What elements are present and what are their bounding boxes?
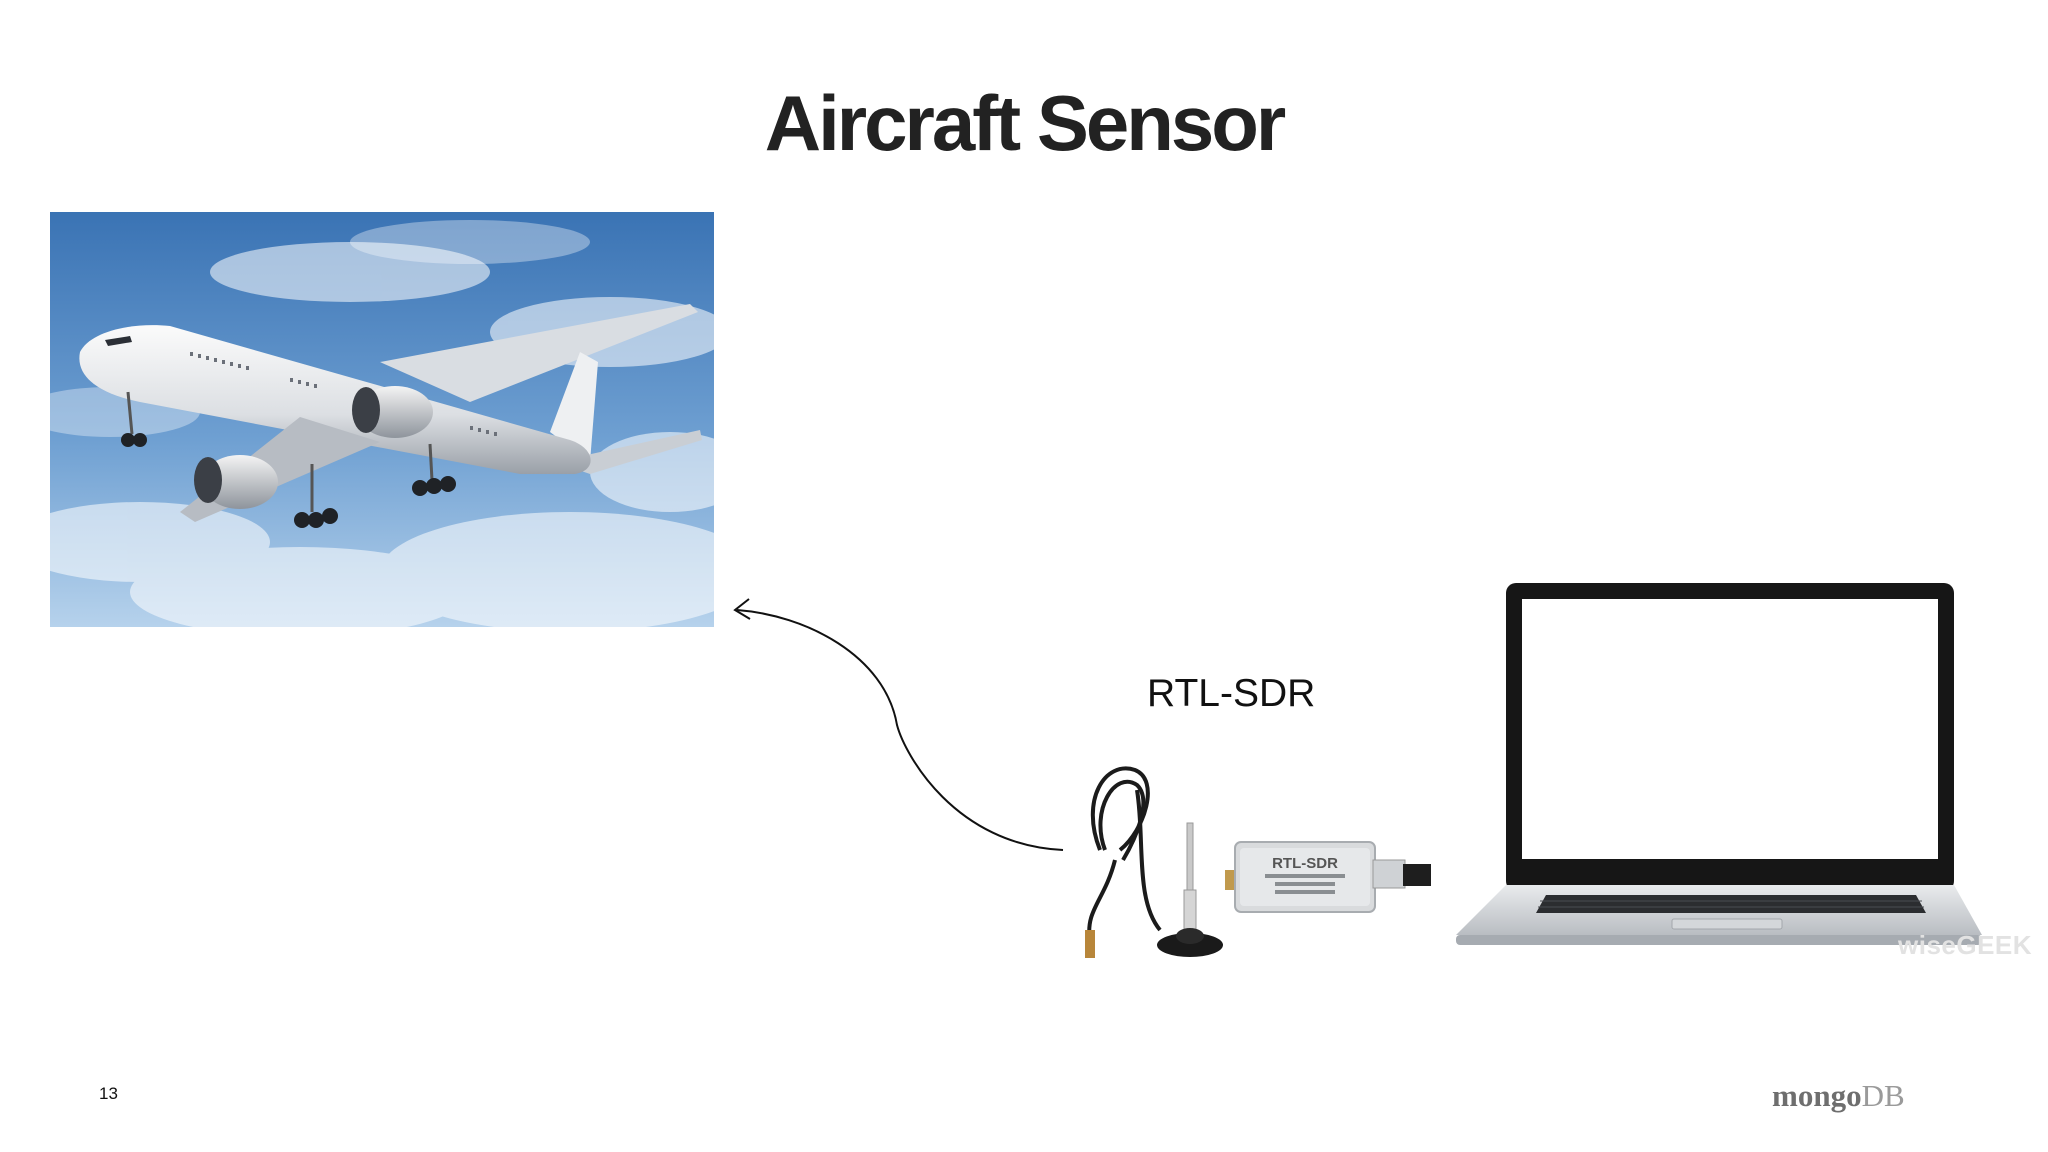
watermark: wiseGEEK — [1898, 930, 2032, 961]
svg-text:mongoDB: mongoDB — [1772, 1078, 1905, 1113]
page-number: 13 — [99, 1084, 118, 1104]
slide-title: Aircraft Sensor — [0, 78, 2048, 169]
usb-stick-text: RTL-SDR — [1272, 855, 1338, 872]
laptop-image — [1450, 575, 2030, 970]
signal-arrow — [725, 595, 1075, 865]
mongodb-logo: mongoDB — [1772, 1076, 1948, 1116]
rtl-sdr-device-image: RTL-SDR — [1075, 760, 1435, 960]
rtl-sdr-label: RTL-SDR — [1147, 672, 1315, 716]
airplane-photo — [50, 212, 714, 627]
